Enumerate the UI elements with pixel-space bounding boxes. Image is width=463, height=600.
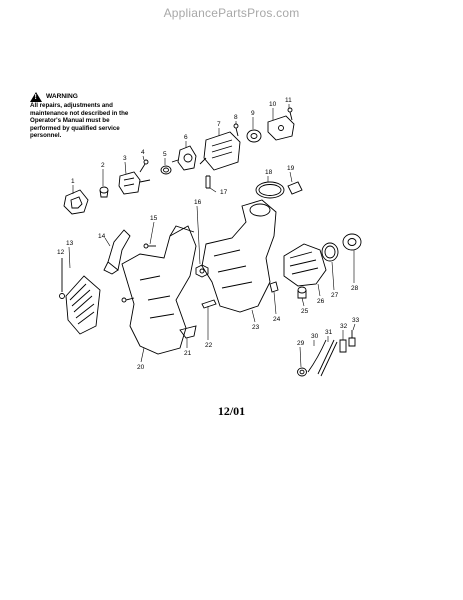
part-label-20: 20: [137, 364, 145, 371]
warning-text: All repairs, adjustments and maintenance…: [30, 102, 129, 140]
part-label-6: 6: [184, 134, 188, 141]
part-label-26: 26: [317, 298, 325, 305]
part-label-24: 24: [273, 316, 281, 323]
part-plug-5: [160, 165, 172, 175]
part-label-11: 11: [285, 97, 292, 104]
part-washer-9: [246, 129, 262, 143]
part-label-27: 27: [331, 292, 339, 299]
part-cover-26: [283, 243, 327, 287]
part-knob-19: [287, 181, 303, 195]
part-plate-10: [267, 115, 295, 141]
part-ring-27: [321, 242, 339, 262]
warning-triangle-icon: [30, 92, 42, 102]
part-label-7: 7: [217, 121, 221, 128]
part-label-31: 31: [325, 329, 333, 336]
part-handle-14: [103, 229, 131, 275]
part-label-8: 8: [234, 114, 238, 121]
part-label-19: 19: [287, 165, 295, 172]
site-watermark: AppliancePartsPros.com: [163, 6, 300, 20]
leader-lines: [68, 104, 356, 368]
part-label-32: 32: [340, 323, 348, 330]
part-label-28: 28: [351, 285, 359, 292]
part-screw-15: [143, 243, 156, 249]
part-label-14: 14: [98, 233, 106, 240]
part-label-18: 18: [265, 169, 273, 176]
part-screw-8: [233, 123, 239, 137]
part-pin-22: [201, 299, 217, 309]
part-filter-33: [348, 330, 356, 347]
part-screw-11: [287, 107, 293, 121]
warning-heading: WARNING: [30, 92, 130, 102]
part-clamp-18: [255, 181, 285, 199]
part-label-30: 30: [311, 333, 319, 340]
part-bracket-3: [118, 171, 151, 195]
part-screw-4: [139, 159, 149, 173]
part-label-3: 3: [123, 155, 127, 162]
part-label-12: 12: [57, 249, 65, 256]
part-label-2: 2: [101, 162, 105, 169]
part-assembly-6: [171, 145, 197, 171]
part-gasket-1: [63, 189, 89, 215]
part-cap-2: [99, 186, 109, 198]
part-label-21: 21: [184, 350, 192, 357]
part-label-4: 4: [141, 149, 145, 156]
part-tube-housing-23: [201, 199, 277, 313]
part-label-33: 33: [352, 317, 360, 324]
part-label-13: 13: [66, 240, 74, 247]
part-housing-7: [199, 131, 241, 171]
part-clip-21: [179, 325, 197, 339]
part-label-1: 1: [71, 178, 75, 185]
part-nut-24: [269, 281, 279, 293]
part-washer-29: [297, 367, 307, 377]
warning-block: WARNING All repairs, adjustments and mai…: [30, 92, 130, 140]
part-label-29: 29: [297, 340, 305, 347]
part-label-17: 17: [220, 189, 228, 196]
part-pin-17: [205, 175, 211, 189]
part-label-10: 10: [269, 101, 277, 108]
part-fitting-32: [339, 339, 347, 353]
part-label-22: 22: [205, 342, 213, 349]
part-label-5: 5: [163, 151, 167, 158]
part-label-16: 16: [194, 199, 202, 206]
part-fan-28: [342, 233, 362, 251]
part-fuel-line-31: [317, 339, 338, 377]
part-filter-cover-13: [65, 275, 101, 335]
part-wire-30: [307, 339, 327, 373]
part-bolt-12: [59, 258, 65, 299]
part-cap-25: [297, 286, 307, 299]
part-label-15: 15: [150, 215, 158, 222]
date-code: 12/01: [217, 404, 246, 418]
warning-title: WARNING: [46, 93, 78, 101]
part-label-9: 9: [251, 110, 255, 117]
part-label-23: 23: [252, 324, 260, 331]
part-label-25: 25: [301, 308, 309, 315]
part-blower-housing-20: [121, 225, 197, 355]
